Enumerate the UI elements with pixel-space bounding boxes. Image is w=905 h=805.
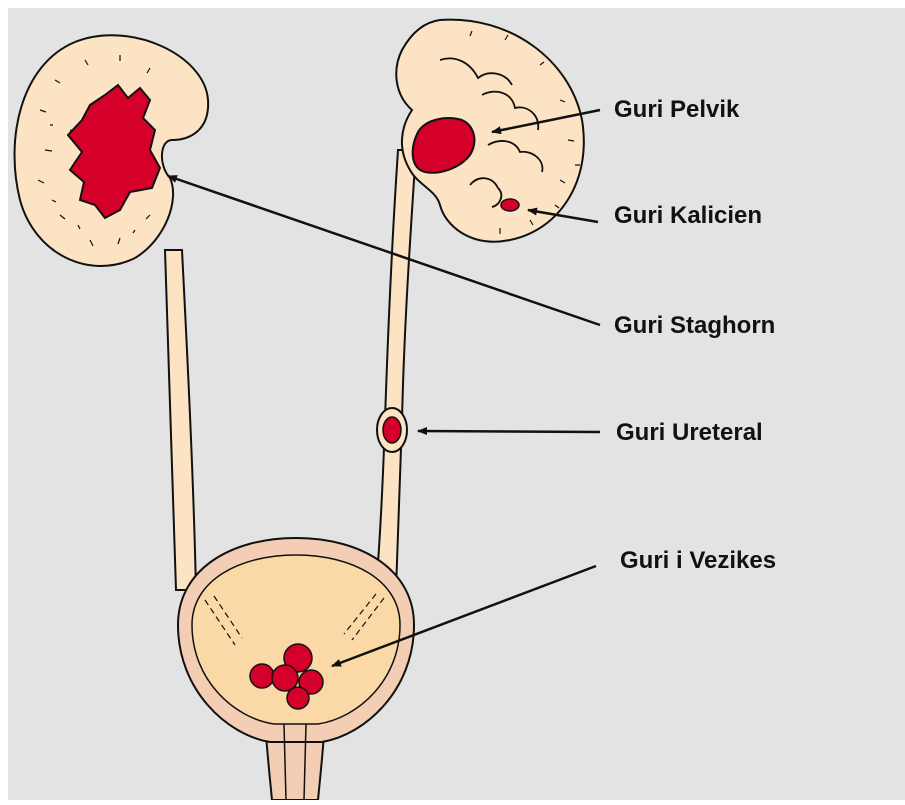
- label-calyceal-stone: Guri Kalicien: [614, 204, 762, 228]
- ureteral-stone-group: [377, 408, 407, 452]
- label-bladder-stone: Guri i Vezikes: [620, 549, 776, 573]
- ureteral-stone: [383, 417, 401, 443]
- bladder-stone: [287, 687, 309, 709]
- bladder-stone: [250, 664, 274, 688]
- label-ureteral-stone: Guri Ureteral: [616, 421, 763, 445]
- label-staghorn-stone: Guri Staghorn: [614, 314, 775, 338]
- calyceal-stone: [501, 199, 519, 211]
- arrow-ureteral: [418, 431, 600, 432]
- urethra: [266, 735, 324, 800]
- label-pelvic-stone: Guri Pelvik: [614, 98, 739, 122]
